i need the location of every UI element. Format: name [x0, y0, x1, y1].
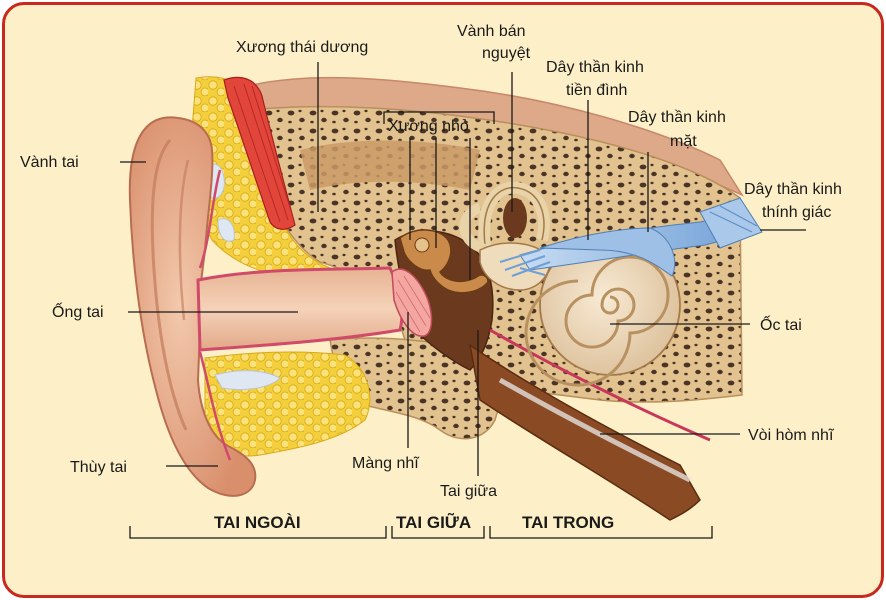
- bracket-tai-trong: [489, 526, 713, 539]
- label-vanh-ban-nguyet-line2: nguyệt: [482, 45, 531, 62]
- inner-bone-band: [300, 140, 480, 190]
- section-tai-trong: TAI TRONG: [522, 513, 614, 532]
- eustachian-tube: [468, 343, 701, 521]
- label-tien-dinh-line2: tiền đình: [566, 82, 627, 99]
- label-than-kinh-mat-line1: Dây thần kinh: [628, 109, 726, 126]
- label-xuong-thai-duong: Xương thái dương: [236, 39, 368, 56]
- leaders-xuong-nho: [409, 138, 471, 280]
- section-tai-giua: TAI GIỮA: [396, 512, 471, 532]
- label-vanh-tai: Vành tai: [20, 154, 79, 171]
- bracket-tai-giua: [391, 526, 485, 539]
- pinna: [128, 116, 257, 497]
- bracket-xuong-nho: [383, 111, 495, 124]
- label-oc-tai: Ốc tai: [760, 314, 802, 334]
- label-thuy-tai: Thùy tai: [70, 459, 127, 476]
- section-tai-ngoai: TAI NGOÀI: [214, 513, 301, 532]
- label-tien-dinh-line1: Dây thần kinh: [546, 59, 644, 76]
- label-thinh-giac-line1: Dây thần kinh: [744, 181, 842, 198]
- label-ong-tai: Ống tai: [52, 301, 104, 321]
- label-than-kinh-mat-line2: mặt: [670, 133, 697, 150]
- label-tai-giua: Tai giữa: [440, 483, 497, 500]
- bracket-tai-ngoai: [129, 526, 387, 539]
- nerves: [499, 197, 763, 277]
- label-voi-hom-nhi: Vòi hòm nhĩ: [748, 427, 835, 444]
- label-xuong-nho: Xương nhỏ: [388, 118, 469, 135]
- label-mang-nhi: Màng nhĩ: [352, 455, 420, 472]
- cochlea: [524, 234, 681, 387]
- temporal-muscle: [223, 76, 296, 230]
- label-vanh-ban-nguyet-line1: Vành bán: [457, 23, 526, 40]
- fat-tissue-lower: [204, 351, 371, 457]
- label-thinh-giac-line2: thính giác: [762, 204, 831, 221]
